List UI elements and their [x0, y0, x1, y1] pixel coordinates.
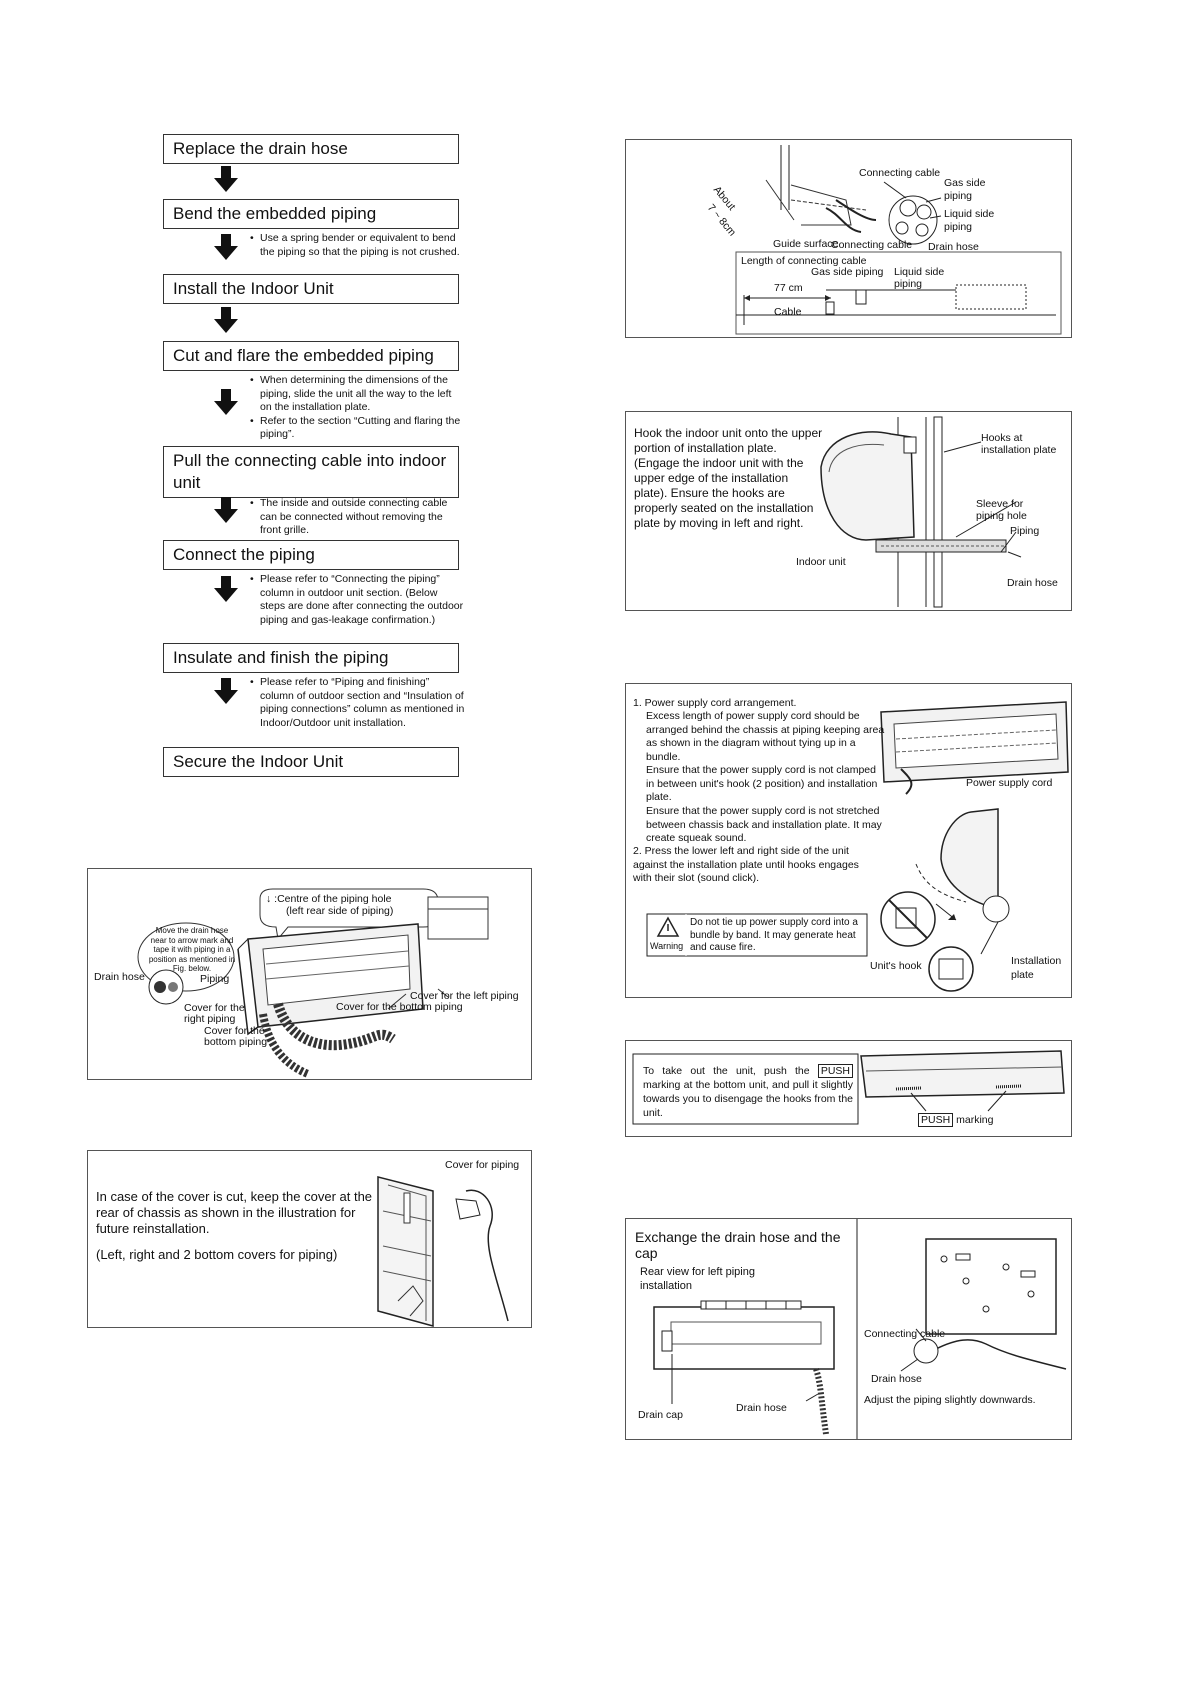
- liquid-side-label-2: Liquid side piping: [894, 266, 954, 290]
- notes-insulate: Please refer to “Piping and finishing” c…: [250, 676, 465, 730]
- figure-cover-keep: Cover for piping In case of the cover is…: [87, 1150, 532, 1328]
- gas-side-label: Gas side piping: [944, 177, 1004, 203]
- guide-surface-label: Guide surface: [773, 238, 838, 250]
- figure-hook-indoor-unit: Hook the indoor unit onto the upper port…: [625, 411, 1072, 611]
- piping-label: Piping: [200, 973, 229, 985]
- exchange-title: Exchange the drain hose and the cap: [635, 1229, 855, 1261]
- figure-push-marking: To take out the unit, push the PUSH mark…: [625, 1040, 1072, 1137]
- piping-label: Piping: [1010, 525, 1039, 537]
- centre-sublabel: (left rear side of piping): [286, 905, 393, 917]
- push-text-b: marking at the bottom unit, and pull it …: [643, 1079, 853, 1119]
- down-arrow-icon: [213, 307, 239, 333]
- power-item-2: 2. Press the lower left and right side o…: [633, 845, 878, 886]
- step-insulate: Insulate and finish the piping: [163, 643, 459, 673]
- cover-bottom-label: Cover for the bottom piping: [204, 1026, 294, 1048]
- cable-label: Cable: [774, 306, 801, 318]
- step-cut-flare: Cut and flare the embedded piping: [163, 341, 459, 371]
- step-pull-cable: Pull the connecting cable into indoor un…: [163, 446, 459, 498]
- centre-label: ↓ :Centre of the piping hole: [266, 893, 392, 905]
- drain-hose-label: Drain hose: [94, 971, 145, 983]
- installation-plate-label: Installation plate: [1011, 954, 1072, 982]
- units-hook-label: Unit's hook: [870, 960, 922, 972]
- drain-hose-label: Drain hose: [736, 1402, 787, 1414]
- drain-cap-label: Drain cap: [638, 1409, 683, 1421]
- power-item-1-b: Ensure that the power supply cord is not…: [646, 764, 881, 805]
- move-drain-hose-note: Move the drain hose near to arrow mark a…: [148, 926, 236, 974]
- step-bend-piping: Bend the embedded piping: [163, 199, 459, 229]
- down-arrow-icon: [213, 678, 239, 704]
- push-marking-label: PUSH marking: [918, 1114, 993, 1126]
- connecting-cable-label-2: Connecting cable: [831, 239, 912, 251]
- connecting-cable-label: Connecting cable: [859, 167, 940, 179]
- power-cord-label: Power supply cord: [966, 777, 1052, 789]
- notes-bend: Use a spring bender or equivalent to ben…: [250, 232, 465, 259]
- down-arrow-icon: [213, 389, 239, 415]
- connecting-cable-label: Connecting cable: [864, 1328, 945, 1340]
- notes-pull: The inside and outside connecting cable …: [250, 497, 465, 538]
- step-connect-piping: Connect the piping: [163, 540, 459, 570]
- cover-types-text: (Left, right and 2 bottom covers for pip…: [96, 1247, 381, 1263]
- cover-bottom-piping-label: Cover for the bottom piping: [336, 1001, 463, 1013]
- rear-view-label: Rear view for left piping installation: [640, 1265, 780, 1293]
- figure-power-cord: 1. Power supply cord arrangement. Excess…: [625, 683, 1072, 998]
- gas-side-label-2: Gas side piping: [811, 266, 883, 278]
- adjust-piping-text: Adjust the piping slightly downwards.: [864, 1394, 1036, 1406]
- note-item: Refer to the section “Cutting and flarin…: [250, 415, 465, 442]
- warning-text: Do not tie up power supply cord into a b…: [690, 917, 860, 955]
- indoor-unit-label: Indoor unit: [796, 556, 846, 568]
- figure-connecting-cable: Connecting cable Gas side piping Liquid …: [625, 139, 1072, 338]
- figure-piping-hole: ↓ :Centre of the piping hole (left rear …: [87, 868, 532, 1080]
- note-item: The inside and outside connecting cable …: [250, 497, 465, 538]
- notes-cut: When determining the dimensions of the p…: [250, 374, 465, 442]
- warning-label: Warning: [650, 940, 683, 952]
- note-item: When determining the dimensions of the p…: [250, 374, 465, 415]
- cover-for-piping-label: Cover for piping: [445, 1159, 519, 1171]
- cover-for-piping-illustration: [88, 1151, 532, 1328]
- cover-cut-text: In case of the cover is cut, keep the co…: [96, 1189, 381, 1237]
- figure-exchange-drain-hose: Exchange the drain hose and the cap Rear…: [625, 1218, 1072, 1440]
- liquid-side-label: Liquid side piping: [944, 208, 1014, 234]
- down-arrow-icon: [213, 576, 239, 602]
- drain-hose-label-2: Drain hose: [871, 1373, 922, 1385]
- note-item: Please refer to “Piping and finishing” c…: [250, 676, 465, 730]
- hook-instructions: Hook the indoor unit onto the upper port…: [634, 426, 824, 531]
- note-item: Please refer to “Connecting the piping” …: [250, 573, 465, 627]
- dimension-77cm-label: 77 cm: [774, 282, 803, 294]
- down-arrow-icon: [213, 497, 239, 523]
- cover-right-label: Cover for the right piping: [184, 1003, 264, 1025]
- drain-hose-label: Drain hose: [1007, 577, 1058, 589]
- sleeve-label: Sleeve for piping hole: [976, 498, 1046, 522]
- push-text-a: To take out the unit, push the: [643, 1065, 810, 1077]
- push-box: PUSH: [918, 1113, 953, 1127]
- notes-connect: Please refer to “Connecting the piping” …: [250, 573, 465, 627]
- marking-text: marking: [956, 1114, 993, 1126]
- power-item-1-c: Ensure that the power supply cord is not…: [646, 805, 891, 846]
- step-install-indoor-unit: Install the Indoor Unit: [163, 274, 459, 304]
- drain-hose-label: Drain hose: [928, 241, 979, 253]
- hooks-label: Hooks at installation plate: [981, 432, 1071, 456]
- down-arrow-icon: [213, 166, 239, 192]
- power-item-1-a: Excess length of power supply cord shoul…: [646, 710, 891, 764]
- down-arrow-icon: [213, 234, 239, 260]
- push-instructions: To take out the unit, push the PUSH mark…: [643, 1064, 853, 1120]
- note-item: Use a spring bender or equivalent to ben…: [250, 232, 465, 259]
- step-secure-indoor-unit: Secure the Indoor Unit: [163, 747, 459, 777]
- step-replace-drain-hose: Replace the drain hose: [163, 134, 459, 164]
- push-inline-box: PUSH: [818, 1064, 853, 1078]
- power-item-1-title: 1. Power supply cord arrangement.: [633, 697, 903, 711]
